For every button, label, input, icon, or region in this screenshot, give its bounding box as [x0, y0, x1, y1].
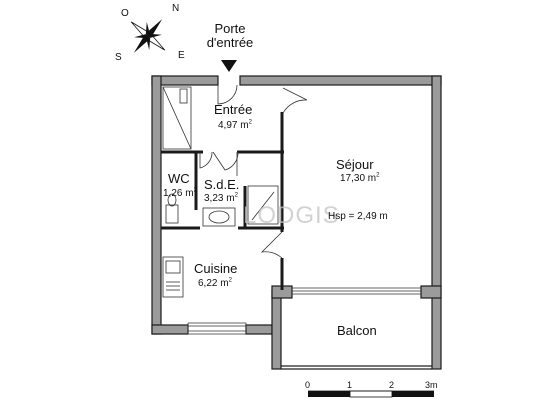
cuisine-room-area: 6,22 m2 [198, 277, 232, 290]
entree-room-name: Entrée [214, 102, 253, 117]
balcony-window [292, 287, 421, 295]
interior-walls [161, 112, 284, 290]
wc-area-value: 1,26 m [163, 188, 194, 199]
sejour-room-name: Séjour [336, 157, 374, 172]
sejour-ceiling-height: Hsp = 2,49 m [328, 211, 388, 222]
cuisine-area-unit: 2 [228, 277, 232, 284]
sejour-room-area: 17,30 m2 [340, 172, 380, 185]
sejour-area-unit: 2 [376, 172, 380, 179]
exterior-walls [151, 75, 442, 370]
wc-room-name: WC [168, 171, 190, 186]
sde-area-value: 3,23 m [204, 193, 235, 204]
washbasin-fixture [202, 207, 236, 227]
wc-room-area: 1,26 m2 [163, 187, 197, 200]
compass-east-label: E [178, 50, 185, 61]
compass-south-label: S [115, 52, 122, 63]
scale-tick-1: 1 [347, 380, 353, 390]
toilet-fixture [165, 193, 179, 224]
scale-tick-2: 2 [389, 380, 395, 390]
sde-room-name: S.d.E. [204, 177, 240, 192]
lodgis-watermark: LODGIS [243, 202, 340, 229]
scale-bar [308, 390, 434, 398]
entree-area-value: 4,97 m [218, 120, 249, 131]
compass-rose [130, 19, 166, 53]
cuisine-area-value: 6,22 m [198, 278, 229, 289]
entrance-arrow [221, 60, 237, 72]
cuisine-room-name: Cuisine [194, 261, 238, 276]
wc-area-unit: 2 [193, 187, 197, 194]
sde-room-area: 3,23 m2 [204, 192, 238, 205]
kitchen-sink-fixture [162, 256, 184, 298]
kitchen-window [187, 322, 247, 335]
entree-area-unit: 2 [248, 119, 252, 126]
balcony-railing [281, 365, 432, 370]
storage-closet [162, 86, 192, 150]
compass-north-label: N [172, 3, 180, 14]
entrance-label: Porte d'entrée [201, 22, 259, 49]
door-swings [199, 84, 308, 259]
entrance-label-line1: Porte [214, 21, 246, 36]
sejour-area-value: 17,30 m [340, 173, 377, 184]
scale-tick-0: 0 [305, 380, 311, 390]
compass-west-label: O [121, 8, 129, 19]
entrance-label-line2: d'entrée [206, 34, 254, 50]
sde-area-unit: 2 [234, 192, 238, 199]
entree-room-area: 4,97 m2 [218, 119, 252, 132]
balcon-room-name: Balcon [337, 323, 377, 338]
shower-fixture [247, 185, 279, 225]
scale-tick-3: 3m [425, 380, 438, 390]
